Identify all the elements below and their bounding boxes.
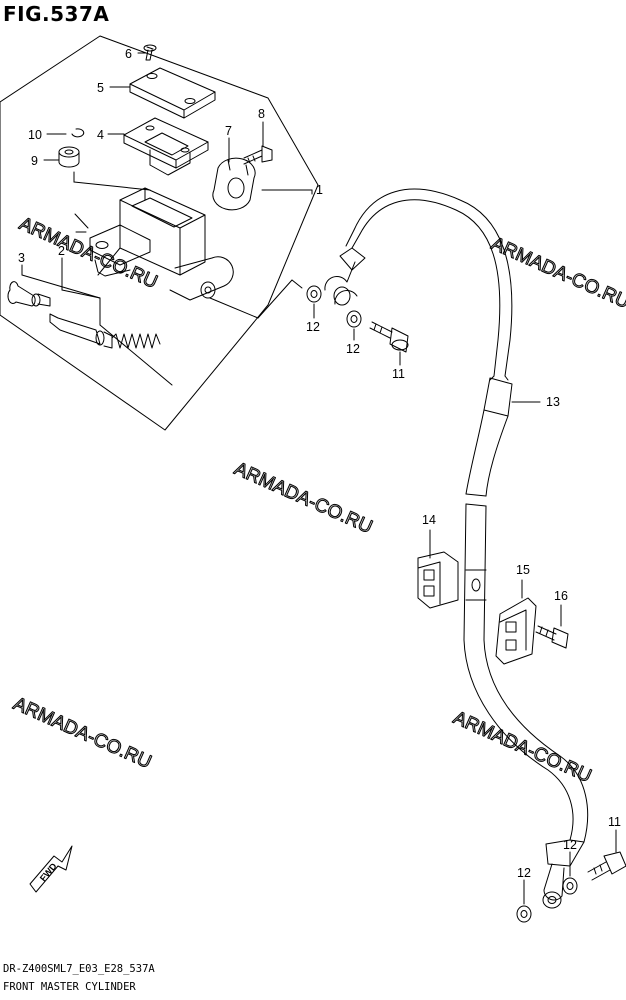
callout-12-lower-b: 12 bbox=[517, 866, 531, 880]
callout-15: 15 bbox=[516, 563, 530, 577]
callout-7: 7 bbox=[225, 124, 232, 138]
clip-part-10 bbox=[71, 128, 85, 138]
callout-6: 6 bbox=[125, 47, 132, 61]
bolt-part-16 bbox=[535, 604, 569, 649]
lower-banjo-hardware bbox=[516, 851, 626, 923]
boot-part-9 bbox=[58, 146, 80, 168]
callout-12-upper-b: 12 bbox=[346, 342, 360, 356]
figure-title: FIG.537A bbox=[3, 2, 110, 26]
callout-1: 1 bbox=[316, 183, 323, 197]
watermark-3: ARMADA-CO.RU bbox=[231, 458, 376, 538]
callout-2: 2 bbox=[58, 244, 65, 258]
watermark-1: ARMADA-CO.RU bbox=[16, 213, 161, 293]
callout-14: 14 bbox=[422, 513, 436, 527]
callout-9: 9 bbox=[31, 154, 38, 168]
leader-lines bbox=[21, 171, 313, 386]
callout-12-lower-a: 12 bbox=[563, 838, 577, 852]
callout-5: 5 bbox=[97, 81, 104, 95]
diaphragm-part-4 bbox=[123, 117, 209, 176]
callout-13: 13 bbox=[546, 395, 560, 409]
callout-12-upper-a: 12 bbox=[306, 320, 320, 334]
callout-4: 4 bbox=[97, 128, 104, 142]
forward-direction-arrow: FWD bbox=[29, 845, 73, 893]
callout-leaders bbox=[43, 52, 617, 905]
clamp-part-7 bbox=[212, 157, 256, 211]
hose-guide-part-14 bbox=[417, 529, 459, 609]
brake-hose-part-13 bbox=[324, 188, 589, 909]
reservoir-cap-part-5 bbox=[129, 67, 216, 119]
callout-11-upper: 11 bbox=[392, 367, 405, 381]
callout-3: 3 bbox=[18, 251, 25, 265]
screw-part-6 bbox=[143, 44, 157, 61]
callout-10: 10 bbox=[28, 128, 42, 142]
callout-11-lower: 11 bbox=[608, 815, 621, 829]
model-code: DR-Z400SML7_E03_E28_537A bbox=[3, 963, 155, 975]
figure-caption: FRONT MASTER CYLINDER bbox=[3, 981, 136, 993]
master-cylinder-body bbox=[74, 187, 234, 301]
hose-clamp-part-15 bbox=[495, 579, 537, 665]
callout-numbers: 6 5 8 10 4 7 9 1 3 2 12 12 11 13 14 15 1… bbox=[18, 47, 621, 880]
bolt-part-8 bbox=[243, 145, 273, 165]
watermark-4: ARMADA-CO.RU bbox=[10, 693, 155, 773]
piston-kit-parts-2-3 bbox=[7, 281, 161, 349]
watermarks: ARMADA-CO.RU ARMADA-CO.RU ARMADA-CO.RU A… bbox=[9, 213, 626, 788]
callout-16: 16 bbox=[554, 589, 568, 603]
upper-banjo-hardware bbox=[306, 285, 409, 353]
watermark-5: ARMADA-CO.RU bbox=[450, 707, 595, 787]
callout-8: 8 bbox=[258, 107, 265, 121]
assembly-boundary bbox=[0, 35, 319, 431]
watermark-2: ARMADA-CO.RU bbox=[488, 233, 626, 313]
